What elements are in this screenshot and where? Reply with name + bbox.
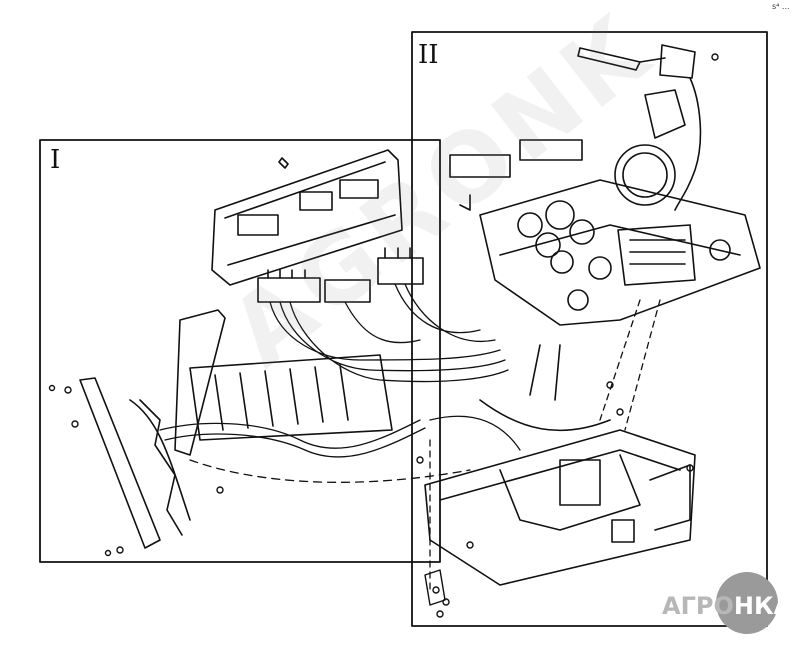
logo-text-right: НКА [733, 592, 793, 620]
logo-text: АГРОНКА [662, 592, 792, 620]
logo-text-left: АГРО [662, 592, 734, 620]
top-switch-module [577, 44, 702, 211]
upper-instrument-panel [211, 149, 403, 286]
agronka-logo: АГРОНКА [662, 572, 792, 642]
base-frame [424, 344, 696, 586]
lower-panel [79, 309, 393, 549]
logo-circle [716, 572, 778, 634]
dashed-link [189, 459, 471, 483]
connector-blocks [257, 247, 424, 303]
frame-I-label: I [50, 145, 61, 175]
relay-blocks [449, 139, 583, 211]
corner-mark: s⁴ ... [772, 2, 790, 11]
fasteners [48, 53, 719, 618]
wire-harness [159, 283, 521, 458]
frame-II-border [411, 31, 768, 627]
frame-II-label: II [418, 40, 439, 70]
dashboard-console [479, 144, 761, 326]
frame-I-border [39, 139, 441, 563]
